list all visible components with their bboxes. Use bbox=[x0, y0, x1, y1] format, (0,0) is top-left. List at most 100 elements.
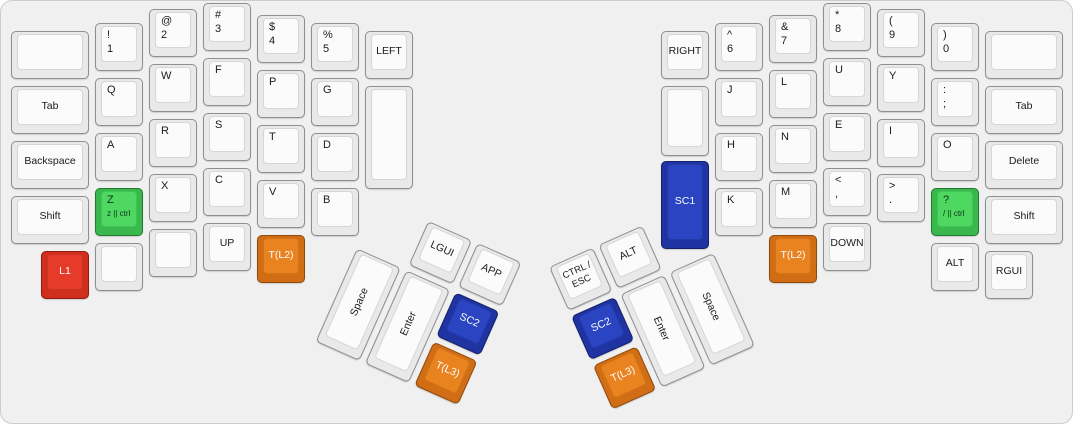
key-t-l2-right-top: T(L2) bbox=[775, 238, 811, 274]
key-backspace[interactable]: Backspace bbox=[11, 141, 89, 189]
key-t-l3-left-label: T(L3) bbox=[433, 359, 462, 381]
key-q-label: Q bbox=[107, 84, 116, 96]
key-m[interactable]: M bbox=[769, 180, 817, 228]
key-blank-left-bottom-1[interactable] bbox=[95, 243, 143, 291]
key-comma[interactable]: <, bbox=[823, 168, 871, 216]
key-u[interactable]: U bbox=[823, 58, 871, 106]
key-rgui[interactable]: RGUI bbox=[985, 251, 1033, 299]
key-x[interactable]: X bbox=[149, 174, 197, 222]
key-o-top: O bbox=[937, 136, 973, 172]
key-d[interactable]: D bbox=[311, 133, 359, 181]
key-a[interactable]: A bbox=[95, 133, 143, 181]
key-t-l2-left[interactable]: T(L2) bbox=[257, 235, 305, 283]
key-c[interactable]: C bbox=[203, 168, 251, 216]
key-w-top: W bbox=[155, 67, 191, 103]
key-k-label: K bbox=[727, 194, 735, 206]
key-slash-label: ? bbox=[943, 194, 950, 206]
key-y[interactable]: Y bbox=[877, 64, 925, 112]
key-slash[interactable]: ? / || ctrl bbox=[931, 188, 979, 236]
key-e[interactable]: E bbox=[823, 113, 871, 161]
key-0[interactable]: )0 bbox=[931, 23, 979, 71]
key-shift-right[interactable]: Shift bbox=[985, 196, 1063, 244]
key-3-top: #3 bbox=[209, 6, 245, 42]
key-tab-right[interactable]: Tab bbox=[985, 86, 1063, 134]
key-w[interactable]: W bbox=[149, 64, 197, 112]
key-6[interactable]: ^6 bbox=[715, 23, 763, 71]
key-9[interactable]: (9 bbox=[877, 9, 925, 57]
key-2[interactable]: @2 bbox=[149, 9, 197, 57]
key-sc1[interactable]: SC1 bbox=[661, 161, 709, 249]
key-3[interactable]: #3 bbox=[203, 3, 251, 51]
key-i-label: I bbox=[889, 125, 893, 137]
key-q[interactable]: Q bbox=[95, 78, 143, 126]
key-blank-left-top-outer[interactable] bbox=[11, 31, 89, 79]
key-shift-right-label: Shift bbox=[1013, 210, 1035, 223]
key-v-label: V bbox=[269, 186, 277, 198]
key-slash-label-2: / || ctrl bbox=[943, 208, 965, 218]
key-g[interactable]: G bbox=[311, 78, 359, 126]
key-right-arrow-label: RIGHT bbox=[668, 45, 702, 58]
key-j-label: J bbox=[727, 84, 733, 96]
key-l[interactable]: L bbox=[769, 70, 817, 118]
key-1-top: !1 bbox=[101, 26, 137, 62]
key-tab-right-top: Tab bbox=[991, 89, 1057, 125]
key-down-top: DOWN bbox=[829, 226, 865, 262]
key-blank-right-tall[interactable] bbox=[661, 86, 709, 156]
key-3-label-2: 3 bbox=[215, 22, 222, 35]
key-lgui-top: LGUI bbox=[417, 226, 466, 274]
key-alt-right[interactable]: ALT bbox=[931, 243, 979, 291]
key-period[interactable]: >. bbox=[877, 174, 925, 222]
key-left-arrow-top: LEFT bbox=[371, 34, 407, 70]
key-i[interactable]: I bbox=[877, 119, 925, 167]
key-8-label: * bbox=[835, 9, 840, 21]
key-blank-right-top-outer[interactable] bbox=[985, 31, 1063, 79]
key-delete[interactable]: Delete bbox=[985, 141, 1063, 189]
key-1-label: ! bbox=[107, 29, 111, 41]
key-e-top: E bbox=[829, 116, 865, 152]
key-t-l3-left-top: T(L3) bbox=[423, 346, 471, 395]
key-right-arrow[interactable]: RIGHT bbox=[661, 31, 709, 79]
key-shift-left[interactable]: Shift bbox=[11, 196, 89, 244]
key-x-label: X bbox=[161, 180, 169, 192]
key-j[interactable]: J bbox=[715, 78, 763, 126]
key-blank-left-tall[interactable] bbox=[365, 86, 413, 189]
key-blank-right-tall-top bbox=[667, 89, 703, 147]
key-down[interactable]: DOWN bbox=[823, 223, 871, 271]
key-n[interactable]: N bbox=[769, 125, 817, 173]
key-left-arrow[interactable]: LEFT bbox=[365, 31, 413, 79]
key-m-top: M bbox=[775, 183, 811, 219]
key-5[interactable]: %5 bbox=[311, 23, 359, 71]
key-h-top: H bbox=[721, 136, 757, 172]
key-b[interactable]: B bbox=[311, 188, 359, 236]
key-7[interactable]: &7 bbox=[769, 15, 817, 63]
key-t-l3-left[interactable]: T(L3) bbox=[414, 341, 478, 405]
key-s[interactable]: S bbox=[203, 113, 251, 161]
key-r[interactable]: R bbox=[149, 119, 197, 167]
key-t-l3-right-top: T(L3) bbox=[599, 351, 648, 399]
key-space-left-label: Space bbox=[347, 285, 371, 318]
key-blank-left-bottom-2[interactable] bbox=[149, 229, 197, 277]
key-t-l2-right[interactable]: T(L2) bbox=[769, 235, 817, 283]
key-6-label: ^ bbox=[727, 29, 733, 41]
key-tab-left[interactable]: Tab bbox=[11, 86, 89, 134]
key-h[interactable]: H bbox=[715, 133, 763, 181]
key-k[interactable]: K bbox=[715, 188, 763, 236]
key-2-label-2: 2 bbox=[161, 28, 168, 41]
key-a-top: A bbox=[101, 136, 137, 172]
key-up[interactable]: UP bbox=[203, 223, 251, 271]
key-t[interactable]: T bbox=[257, 125, 305, 173]
key-8[interactable]: *8 bbox=[823, 3, 871, 51]
key-semicolon[interactable]: :; bbox=[931, 78, 979, 126]
key-f[interactable]: F bbox=[203, 58, 251, 106]
key-u-label: U bbox=[835, 64, 843, 76]
key-5-label-2: 5 bbox=[323, 42, 330, 55]
key-4[interactable]: $4 bbox=[257, 15, 305, 63]
key-p[interactable]: P bbox=[257, 70, 305, 118]
key-v[interactable]: V bbox=[257, 180, 305, 228]
key-1[interactable]: !1 bbox=[95, 23, 143, 71]
key-o[interactable]: O bbox=[931, 133, 979, 181]
key-l1[interactable]: L1 bbox=[41, 251, 89, 299]
key-d-label: D bbox=[323, 139, 331, 151]
key-sc1-label: SC1 bbox=[674, 195, 696, 208]
